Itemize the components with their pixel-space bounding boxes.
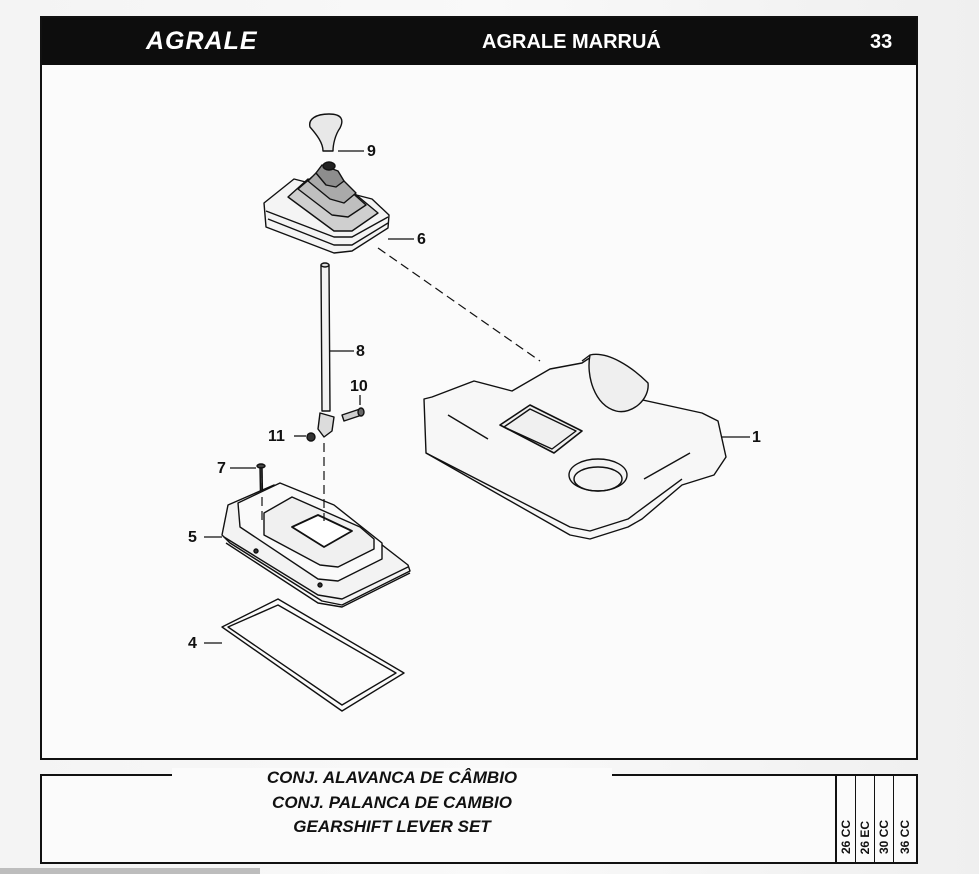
leader-lines xyxy=(204,150,750,644)
console-part xyxy=(423,353,727,540)
housing-part xyxy=(221,482,411,608)
model-code: 30 CC xyxy=(877,819,891,854)
model-code-cell: 36 CC xyxy=(894,776,916,862)
brand-logo: AGRALE xyxy=(146,27,258,55)
title-portuguese: CONJ. ALAVANCA DE CÂMBIO xyxy=(172,768,612,788)
model-code-cell: 26 EC xyxy=(856,776,875,862)
exploded-parts-diagram: 9 6 8 10 11 7 5 4 1 xyxy=(188,113,761,712)
callout-11: 11 xyxy=(268,428,285,445)
model-code-cells: 26 CC 26 EC 30 CC 36 CC xyxy=(835,776,916,862)
scan-edge xyxy=(0,868,260,874)
callout-8: 8 xyxy=(356,343,365,360)
callout-1: 1 xyxy=(752,429,761,446)
page-title: AGRALE MARRUÁ xyxy=(482,31,661,53)
gasket-part xyxy=(221,598,405,712)
model-code: 26 CC xyxy=(839,819,853,854)
callout-4: 4 xyxy=(188,635,197,652)
page-number: 33 xyxy=(870,31,893,53)
callout-6: 6 xyxy=(417,231,426,248)
lever-rod-part xyxy=(320,262,331,412)
diagram-frame: AGRALE AGRALE MARRUÁ 33 xyxy=(40,16,918,760)
callout-10: 10 xyxy=(350,378,368,395)
boot-part xyxy=(263,161,390,254)
model-code-cell: 30 CC xyxy=(875,776,894,862)
title-english: GEARSHIFT LEVER SET xyxy=(172,817,612,837)
pivot-hardware xyxy=(306,407,365,442)
knob-part xyxy=(309,113,343,152)
header-bar: AGRALE AGRALE MARRUÁ 33 xyxy=(42,18,916,65)
callout-7: 7 xyxy=(217,460,226,477)
callout-5: 5 xyxy=(188,529,197,546)
model-code: 36 CC xyxy=(898,819,912,854)
title-spanish: CONJ. PALANCA DE CAMBIO xyxy=(172,793,612,813)
callout-9: 9 xyxy=(367,143,376,160)
model-code-cell: 26 CC xyxy=(837,776,856,862)
assembly-lines xyxy=(261,247,541,523)
title-block: CONJ. ALAVANCA DE CÂMBIO CONJ. PALANCA D… xyxy=(40,768,918,864)
model-code: 26 EC xyxy=(858,820,872,854)
